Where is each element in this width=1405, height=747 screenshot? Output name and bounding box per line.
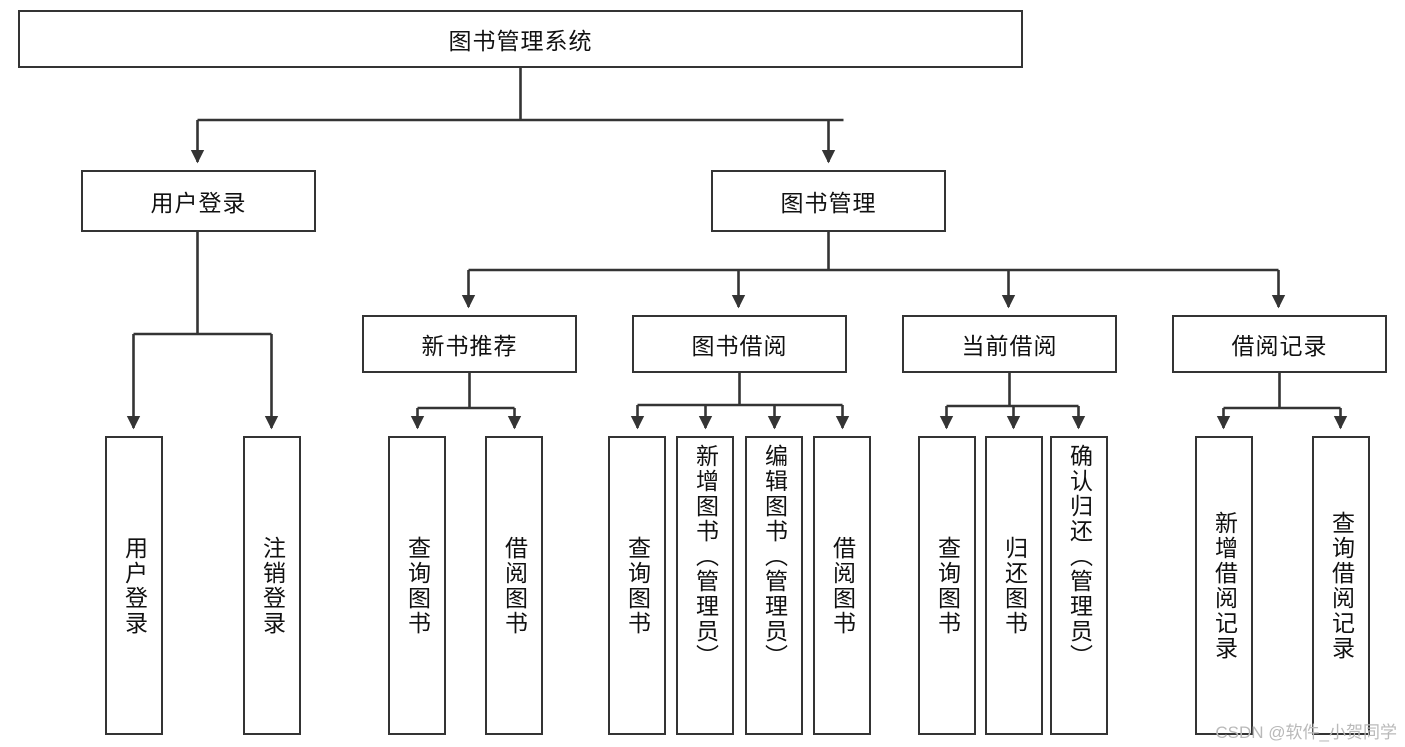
node-label: 当前借阅 bbox=[961, 333, 1058, 359]
node-label: 用户登录 bbox=[150, 190, 247, 216]
leaf-book-borrow-query[interactable]: 查询图书 bbox=[608, 436, 666, 735]
node-label: 图书管理系统 bbox=[448, 28, 593, 54]
node-current-borrow[interactable]: 当前借阅 bbox=[902, 315, 1117, 373]
node-label: 借阅图书 bbox=[501, 535, 528, 636]
leaf-current-borrow-return[interactable]: 归还图书 bbox=[985, 436, 1043, 735]
leaf-new-book-borrow[interactable]: 借阅图书 bbox=[485, 436, 543, 735]
node-label: 编辑图书（管理员） bbox=[761, 444, 788, 669]
leaf-user-login-login[interactable]: 用户登录 bbox=[105, 436, 163, 735]
node-label: 查询借阅记录 bbox=[1328, 510, 1355, 661]
node-label: 新增借阅记录 bbox=[1211, 510, 1238, 661]
node-user-login[interactable]: 用户登录 bbox=[81, 170, 316, 232]
node-label: 图书借阅 bbox=[691, 333, 788, 359]
node-label: 确认归还（管理员） bbox=[1066, 444, 1093, 669]
node-book-borrow[interactable]: 图书借阅 bbox=[632, 315, 847, 373]
leaf-user-login-logout[interactable]: 注销登录 bbox=[243, 436, 301, 735]
node-label: 查询图书 bbox=[934, 535, 961, 636]
node-label: 借阅图书 bbox=[829, 535, 856, 636]
leaf-current-borrow-query[interactable]: 查询图书 bbox=[918, 436, 976, 735]
node-label: 归还图书 bbox=[1001, 535, 1028, 636]
leaf-book-borrow-borrow[interactable]: 借阅图书 bbox=[813, 436, 871, 735]
watermark-text: CSDN @软件_小贺同学 bbox=[1215, 723, 1397, 742]
node-label: 图书管理 bbox=[780, 190, 877, 216]
node-label: 注销登录 bbox=[259, 535, 286, 636]
node-label: 用户登录 bbox=[121, 535, 148, 636]
leaf-book-borrow-edit[interactable]: 编辑图书（管理员） bbox=[745, 436, 803, 735]
leaf-borrow-record-query[interactable]: 查询借阅记录 bbox=[1312, 436, 1370, 735]
node-label: 查询图书 bbox=[404, 535, 431, 636]
node-book-management[interactable]: 图书管理 bbox=[711, 170, 946, 232]
node-new-book-recommend[interactable]: 新书推荐 bbox=[362, 315, 577, 373]
node-borrow-record[interactable]: 借阅记录 bbox=[1172, 315, 1387, 373]
leaf-current-borrow-confirm-return[interactable]: 确认归还（管理员） bbox=[1050, 436, 1108, 735]
leaf-borrow-record-add[interactable]: 新增借阅记录 bbox=[1195, 436, 1253, 735]
node-label: 新书推荐 bbox=[421, 333, 518, 359]
leaf-new-book-query[interactable]: 查询图书 bbox=[388, 436, 446, 735]
node-label: 新增图书（管理员） bbox=[692, 444, 719, 669]
node-label: 查询图书 bbox=[624, 535, 651, 636]
node-root-system[interactable]: 图书管理系统 bbox=[18, 10, 1023, 68]
node-label: 借阅记录 bbox=[1231, 333, 1328, 359]
leaf-book-borrow-add[interactable]: 新增图书（管理员） bbox=[676, 436, 734, 735]
